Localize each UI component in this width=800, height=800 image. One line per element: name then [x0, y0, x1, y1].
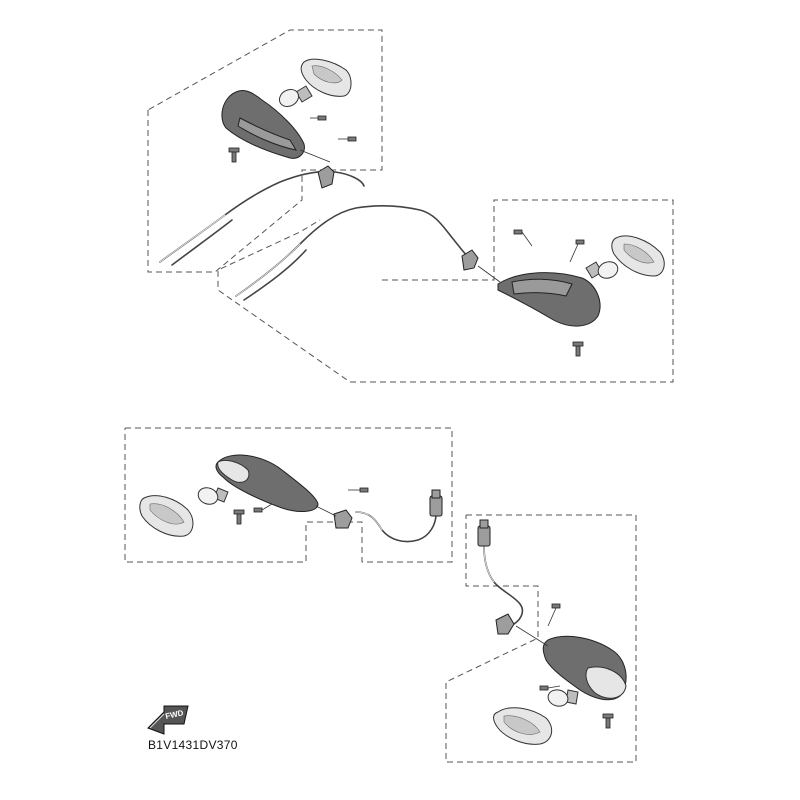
middle-left-signal-group: [124, 427, 453, 563]
middle-left-dashed-boundary: [124, 427, 453, 563]
bottom-right-signal-group: [445, 514, 637, 763]
top-right-screw-2-icon: [569, 239, 585, 263]
middle-left-screw-2-icon: [253, 503, 273, 513]
top-left-screw-icon: [228, 147, 240, 163]
top-left-lens-icon: [300, 58, 352, 97]
bottom-right-screw-3-icon: [602, 713, 614, 729]
forward-direction-label: FWD: [165, 708, 185, 721]
top-right-screw-icon: [513, 229, 533, 247]
bottom-right-connector-icon: [477, 519, 491, 547]
bottom-right-lens-icon: [493, 707, 553, 745]
top-right-signal-group: [217, 199, 674, 383]
top-left-bulb-icon: [278, 85, 313, 108]
bottom-right-screw-2-icon: [539, 685, 561, 691]
top-left-screw-3-icon: [338, 136, 357, 142]
top-left-signal-group: [147, 29, 383, 273]
top-right-screw-3-icon: [572, 341, 584, 357]
bottom-right-dashed-boundary: [445, 514, 637, 763]
top-left-clamp: [317, 165, 335, 189]
top-left-dashed-boundary: [147, 29, 383, 273]
bottom-right-screw-icon: [547, 603, 561, 627]
middle-left-connector-icon: [429, 489, 443, 517]
middle-left-wire: [355, 511, 437, 543]
top-right-dashed-boundary: [217, 199, 674, 383]
top-right-bulb-icon: [585, 261, 619, 279]
middle-left-bulb-icon: [197, 487, 229, 505]
middle-left-screw-3-icon: [348, 487, 369, 493]
middle-left-clamp: [333, 509, 353, 529]
forward-direction-arrow-icon: FWD: [147, 705, 189, 735]
top-right-lens-icon: [611, 235, 665, 277]
middle-left-screw-icon: [233, 509, 245, 525]
bottom-right-clamp: [495, 613, 515, 635]
top-left-screw-2-icon: [310, 115, 327, 121]
middle-left-lens-icon: [139, 495, 194, 537]
top-right-clamp: [461, 249, 479, 271]
bottom-right-bulb-icon: [547, 689, 579, 707]
diagram-code-label: B1V1431DV370: [148, 738, 238, 752]
top-right-wire: [235, 205, 475, 297]
